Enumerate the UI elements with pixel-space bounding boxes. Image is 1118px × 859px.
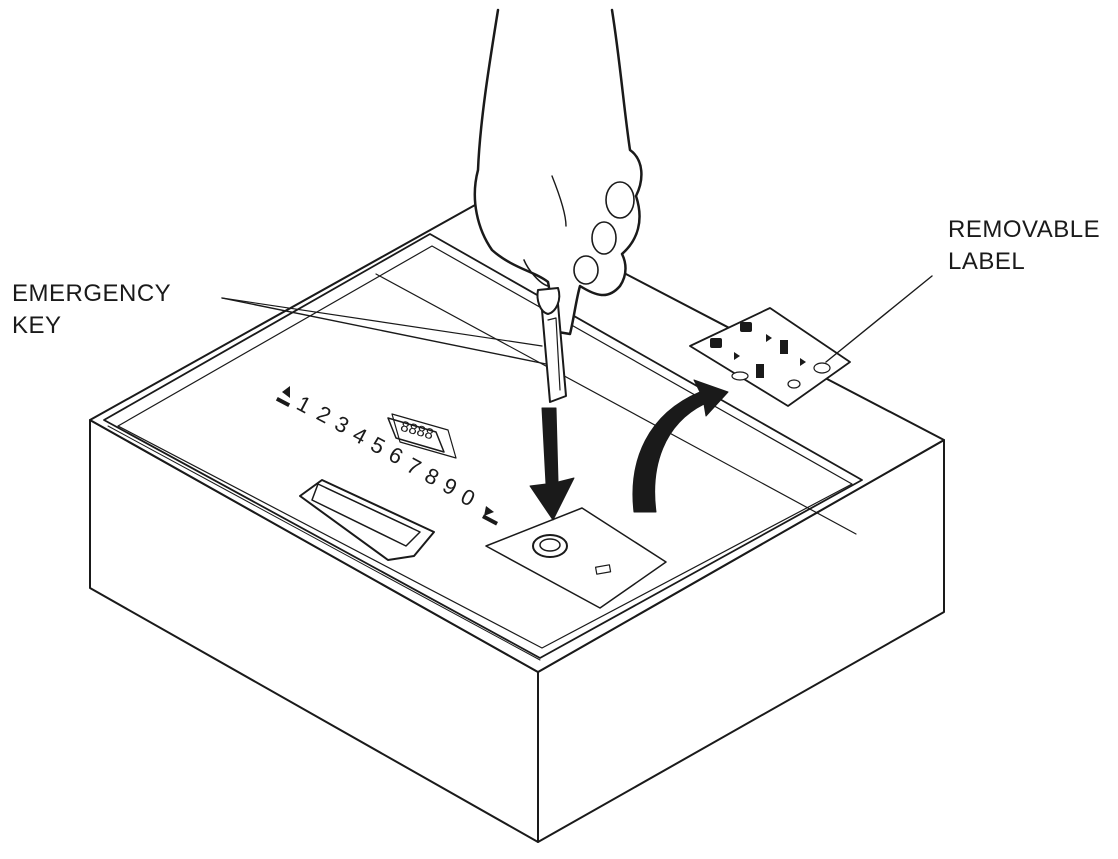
keypad-left-label xyxy=(275,396,291,408)
battery-slot-icon xyxy=(594,564,612,575)
keypad-right-arrow-icon xyxy=(484,506,494,516)
handle-icon[interactable] xyxy=(299,479,435,561)
leader-line-removable-label xyxy=(825,275,933,363)
callout-removable-label-line1: REMOVABLE xyxy=(948,216,1101,243)
finger-tip-3 xyxy=(573,255,599,285)
keypad-left-arrow-icon xyxy=(282,386,290,398)
keypad-right-label xyxy=(481,514,499,526)
keyhole-inner xyxy=(539,538,561,552)
label-lock-icon xyxy=(740,322,752,332)
label-unlock-icon xyxy=(710,338,722,348)
key-icon[interactable] xyxy=(536,287,567,403)
callout-removable-label: REMOVABLE LABEL xyxy=(948,214,1100,278)
safe-lid-inner-edge xyxy=(117,245,853,649)
down-arrow-icon xyxy=(529,407,575,521)
keyhole-plate xyxy=(485,507,667,609)
leader-line-emergency-key-2 xyxy=(221,297,543,347)
callout-emergency-key: EMERGENCY KEY xyxy=(12,278,171,342)
callout-removable-label-line2: LABEL xyxy=(948,248,1026,275)
lid-fold-line xyxy=(375,273,857,535)
callout-emergency-key-line2: KEY xyxy=(12,312,62,339)
callout-emergency-key-line1: EMERGENCY xyxy=(12,280,172,307)
hand-icon xyxy=(473,8,643,336)
leader-line-emergency-key xyxy=(221,297,547,365)
safe-lid-rim xyxy=(103,233,863,659)
finger-tip-2 xyxy=(591,221,617,255)
lid-fold-line-2 xyxy=(107,425,541,661)
curved-arrow-icon xyxy=(632,379,729,513)
finger-tip-1 xyxy=(605,181,635,219)
removable-label-card xyxy=(689,307,851,407)
keyhole-plate-outline xyxy=(485,507,667,609)
